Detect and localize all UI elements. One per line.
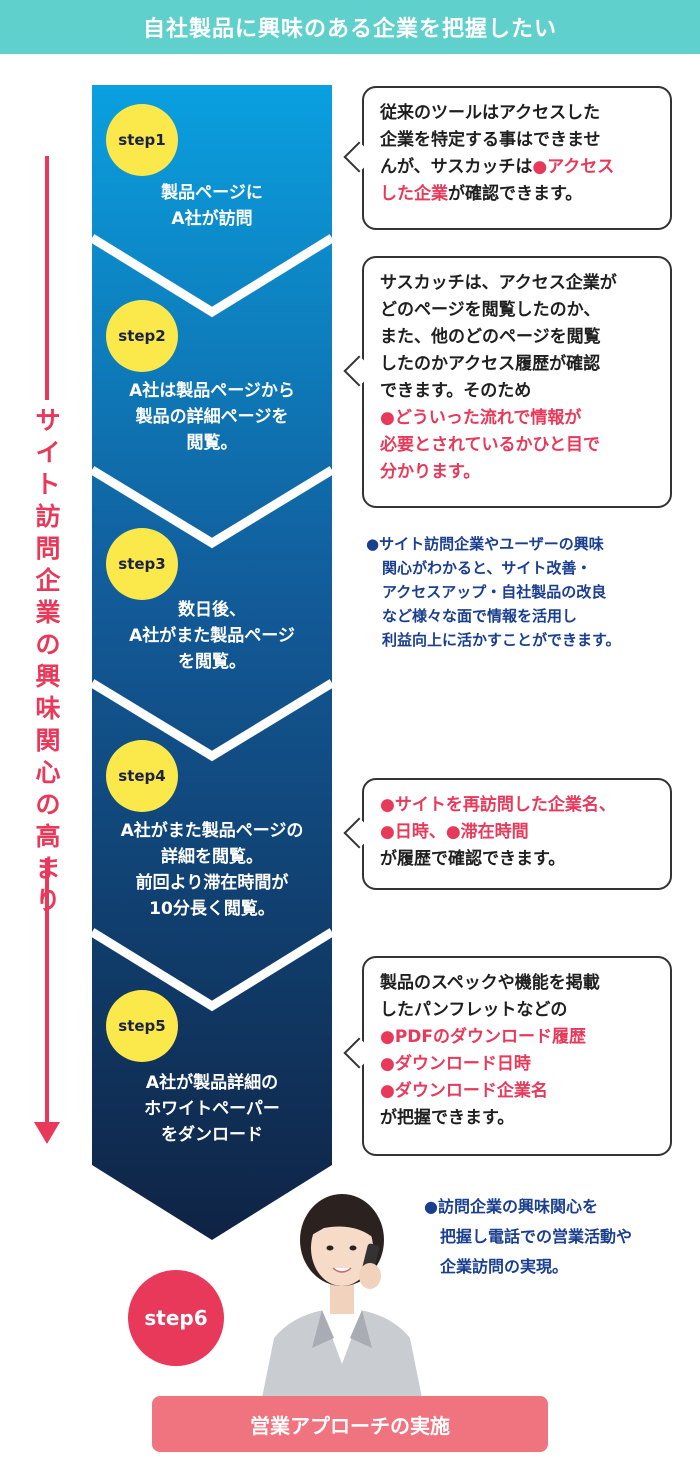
callout-highlight: 必要とされているかひと目で	[380, 435, 600, 455]
callout-line: が履歴で確認できます。	[380, 849, 566, 869]
callout-text: が確認できます。	[448, 184, 583, 204]
callout-highlight: ●ダウンロード日時	[380, 1054, 531, 1074]
callout-line: どのページを閲覧したのか、	[380, 300, 601, 320]
callout-line: 企業を特定する事はできませ	[380, 130, 601, 150]
callout-highlight: ●アクセス	[532, 157, 615, 177]
chevron-separator-1	[89, 234, 335, 318]
side-label-text: サイト訪問企業の興味関心の高まり	[30, 405, 66, 917]
side-arrow-line-top	[45, 156, 49, 400]
step1-text: 製品ページに A社が訪問	[92, 180, 332, 232]
callout-step1: 従来のツールはアクセスした 企業を特定する事はできませ んが、サスカッチは●アク…	[343, 86, 672, 230]
note-line: 利益向上に活かすことができます。	[382, 631, 621, 649]
note-line: など様々な面で情報を活用し	[382, 607, 578, 625]
callout-highlight: ●滞在時間	[445, 822, 529, 842]
page-header: 自社製品に興味のある企業を把握したい	[0, 0, 700, 54]
callout-line: したパンフレットなどの	[380, 1000, 568, 1020]
step2-line: A社は製品ページから	[129, 381, 295, 401]
step5-line: をダンロード	[161, 1125, 263, 1145]
callout-highlight: ●ダウンロード企業名	[380, 1081, 548, 1101]
note-line: ●訪問企業の興味関心を	[424, 1197, 598, 1216]
step3-line: A社がまた製品ページ	[129, 626, 295, 646]
callout-highlight: 分かります。	[380, 462, 481, 482]
side-label-char: 味	[35, 694, 61, 723]
step5-line: A社が製品詳細の	[145, 1073, 279, 1093]
step1-badge: step1	[106, 104, 178, 176]
chevron-separator-2	[89, 466, 335, 549]
callout-line: したのかアクセス履歴が確認	[380, 354, 601, 374]
callout-line: サスカッチは、アクセス企業が	[380, 273, 617, 293]
side-arrow-head-icon	[34, 1122, 60, 1144]
side-label-char: サ	[35, 406, 61, 435]
callout-step5: 製品のスペックや機能を掲載 したパンフレットなどの ●PDFのダウンロード履歴 …	[343, 956, 672, 1156]
step1-line: 製品ページに	[161, 183, 263, 203]
note-line: ●サイト訪問企業やユーザーの興味	[366, 535, 604, 553]
step1-line: A社が訪問	[171, 209, 253, 229]
side-label-char: 訪	[35, 502, 61, 531]
note-step6: ●訪問企業の興味関心を 把握し電話での営業活動や 企業訪問の実現。	[424, 1192, 694, 1282]
note-line: 関心がわかると、サイト改善・	[382, 559, 592, 577]
callout-highlight: ●PDFのダウンロード履歴	[380, 1027, 587, 1047]
step4-line: 10分長く閲覧。	[149, 899, 275, 919]
step5-text: A社が製品詳細の ホワイトペーパー をダンロード	[92, 1070, 332, 1148]
callout-highlight: ●日時、	[380, 822, 446, 842]
callout-line: が把握できます。	[380, 1108, 515, 1128]
side-label-char: イ	[35, 438, 61, 467]
callout-step2: サスカッチは、アクセス企業が どのページを閲覧したのか、 また、他のどのページを…	[343, 256, 672, 508]
callout-line: ●日時、●滞在時間	[380, 819, 654, 846]
sales-approach-label: 営業アプローチの実施	[250, 1413, 450, 1438]
side-label-char: の	[35, 790, 61, 819]
sales-approach-banner: 営業アプローチの実施	[152, 1396, 548, 1452]
side-label-char: の	[35, 630, 61, 659]
side-label-char: 関	[35, 726, 61, 755]
callout-highlight: ●どういった流れで情報が	[380, 408, 582, 428]
side-arrow-line-bottom	[45, 858, 49, 1128]
side-label-char: 問	[35, 534, 61, 563]
side-label-char: 業	[35, 598, 61, 627]
callout-line: した企業が確認できます。	[380, 181, 654, 208]
businesswoman-phone-illustration	[262, 1194, 422, 1398]
note-step3: ●サイト訪問企業やユーザーの興味 関心がわかると、サイト改善・ アクセスアップ・…	[366, 532, 686, 652]
step2-line: 閲覧。	[186, 433, 238, 453]
step2-line: 製品の詳細ページを	[135, 407, 289, 427]
side-label-char: 心	[35, 758, 61, 787]
side-label: サイト訪問企業の興味関心の高まり	[30, 405, 66, 917]
callout-line: できます。そのため	[380, 381, 532, 401]
note-line: 企業訪問の実現。	[440, 1257, 569, 1276]
side-label-char: 興	[35, 662, 61, 691]
callout-step4: ●サイトを再訪問した企業名、 ●日時、●滞在時間 が履歴で確認できます。	[343, 778, 672, 890]
chevron-separator-4	[89, 928, 335, 1012]
step6-label: step6	[144, 1306, 208, 1330]
step3-badge: step3	[106, 528, 178, 600]
callout-highlight: した企業	[380, 184, 448, 204]
step4-badge: step4	[106, 740, 178, 812]
callout-text: んが、サスカッチは	[380, 157, 533, 177]
callout-line: 製品のスペックや機能を掲載	[380, 973, 600, 993]
step2-text: A社は製品ページから 製品の詳細ページを 閲覧。	[92, 378, 332, 456]
step3-line: を閲覧。	[178, 652, 246, 672]
step5-badge: step5	[106, 990, 178, 1062]
header-title: 自社製品に興味のある企業を把握したい	[142, 17, 557, 42]
step3-text: 数日後、 A社がまた製品ページ を閲覧。	[92, 597, 332, 675]
step4-line: 詳細を閲覧。	[161, 847, 263, 867]
callout-line: 従来のツールはアクセスした	[380, 103, 601, 123]
callout-line: んが、サスカッチは●アクセス	[380, 154, 654, 181]
callout-highlight: ●サイトを再訪問した企業名、	[380, 795, 616, 815]
step2-badge: step2	[106, 300, 178, 372]
step4-line: A社がまた製品ページの	[120, 821, 304, 841]
note-line: アクセスアップ・自社製品の改良	[382, 583, 607, 601]
step5-line: ホワイトペーパー	[144, 1099, 280, 1119]
side-label-char: 企	[35, 566, 61, 595]
step4-line: 前回より滞在時間が	[135, 873, 289, 893]
note-line: 把握し電話での営業活動や	[440, 1227, 633, 1246]
chevron-separator-3	[89, 679, 335, 762]
step6-badge: step6	[128, 1270, 224, 1366]
step3-line: 数日後、	[178, 600, 246, 620]
side-label-char: 高	[35, 822, 61, 851]
step4-text: A社がまた製品ページの 詳細を閲覧。 前回より滞在時間が 10分長く閲覧。	[92, 818, 332, 922]
side-label-char: ト	[35, 470, 61, 499]
callout-line: また、他のどのページを閲覧	[380, 327, 601, 347]
flow-chevron-body	[92, 85, 332, 1240]
